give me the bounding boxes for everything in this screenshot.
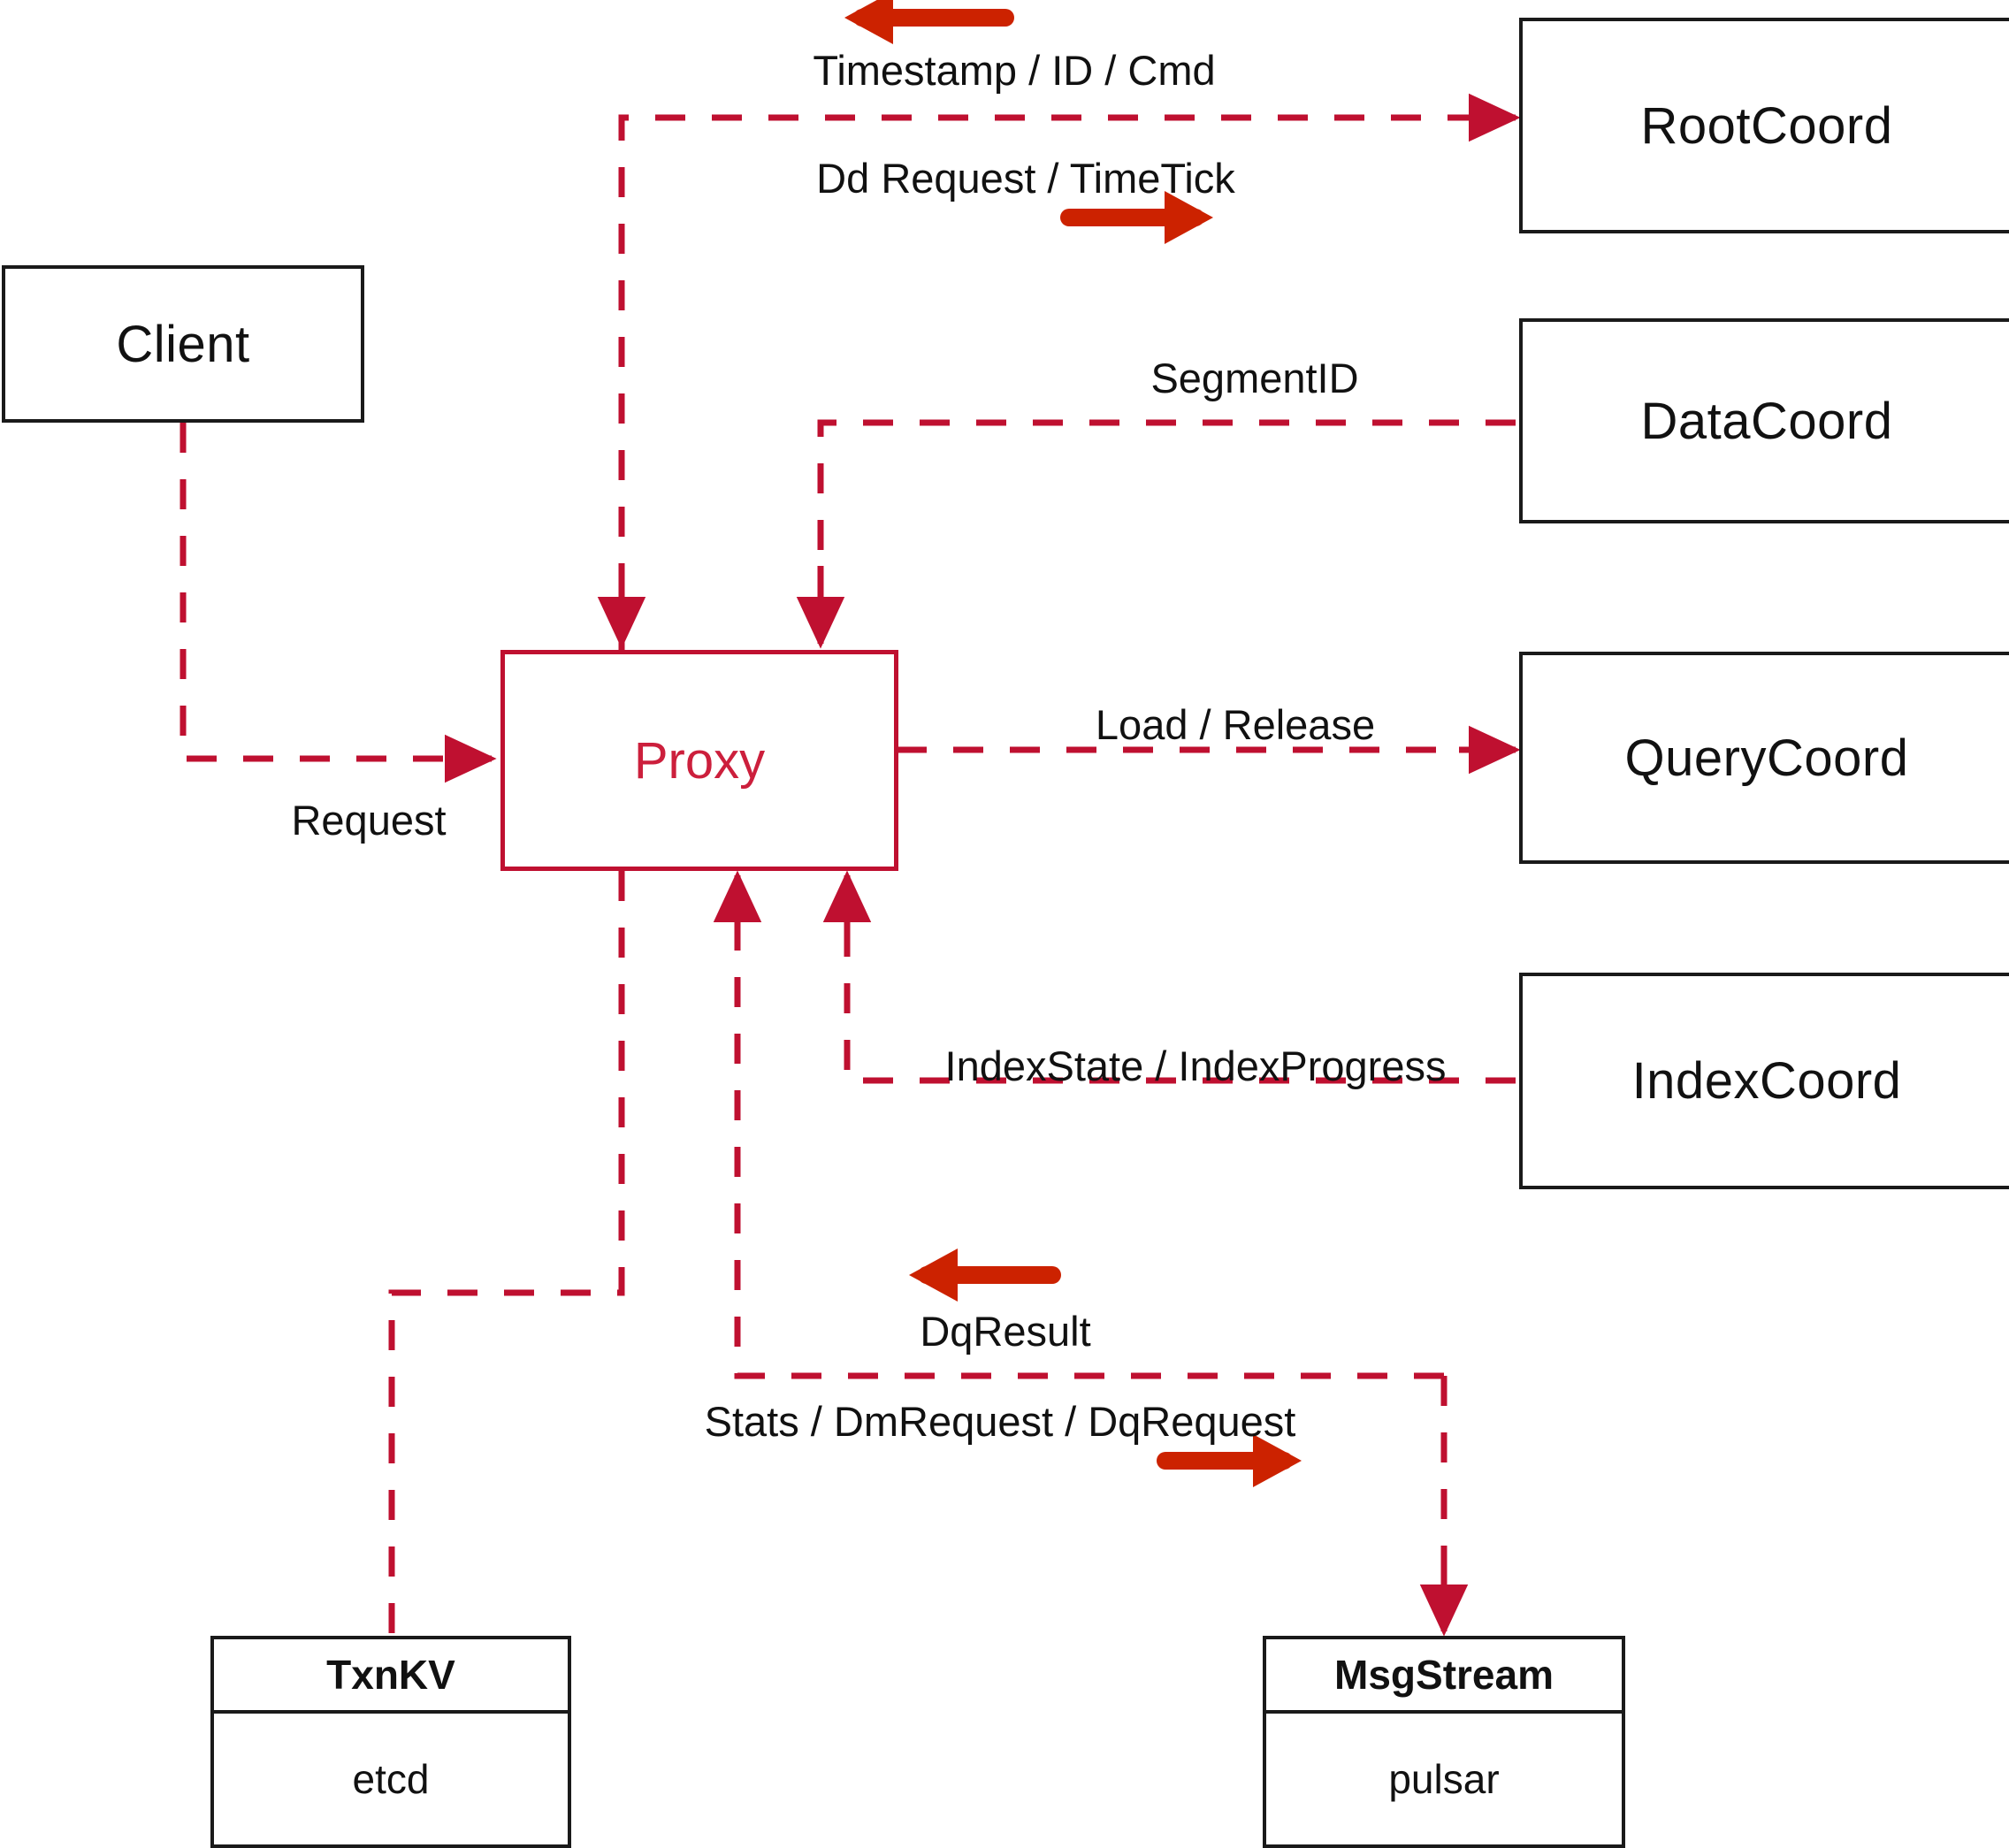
edge-label-request: Request <box>291 797 447 844</box>
node-msgstream-header-label: MsgStream <box>1334 1652 1554 1698</box>
node-msgstream-body-label: pulsar <box>1388 1756 1500 1802</box>
node-rootcoord[interactable]: RootCoord <box>1519 18 2009 233</box>
edge-label-indexstate-indexprogress: IndexState / IndexProgress <box>944 1042 1447 1089</box>
edge-datacoord-to-proxy <box>796 419 1516 649</box>
node-proxy[interactable]: Proxy <box>500 650 898 871</box>
node-txnkv-header: TxnKV <box>214 1639 568 1714</box>
edge-label-load-release: Load / Release <box>1095 701 1376 748</box>
edge-label-dd-request-timetick: Dd Request / TimeTick <box>816 155 1235 202</box>
node-proxy-label: Proxy <box>633 731 766 790</box>
node-msgstream[interactable]: MsgStream pulsar <box>1263 1636 1625 1848</box>
node-txnkv-body-label: etcd <box>352 1756 430 1802</box>
legend-arrow-left-dqresult <box>909 1249 1061 1302</box>
edge-label-dqresult: DqResult <box>920 1308 1091 1355</box>
edge-label-timestamp-id-cmd: Timestamp / ID / Cmd <box>813 47 1216 94</box>
edge-proxy-to-txnkv <box>388 871 625 1636</box>
node-indexcoord[interactable]: IndexCoord <box>1519 973 2009 1189</box>
edge-msgstream-to-proxy <box>713 870 1444 1379</box>
node-indexcoord-label: IndexCoord <box>1631 1052 1902 1110</box>
legend-arrow-left-timestamp <box>844 0 1014 44</box>
node-rootcoord-label: RootCoord <box>1640 96 1893 155</box>
node-querycoord[interactable]: QueryCoord <box>1519 652 2009 864</box>
node-querycoord-label: QueryCoord <box>1624 729 1909 787</box>
node-client-label: Client <box>116 315 250 373</box>
node-datacoord[interactable]: DataCoord <box>1519 318 2009 523</box>
edge-label-segmentid: SegmentID <box>1150 355 1359 401</box>
node-msgstream-header: MsgStream <box>1266 1639 1622 1714</box>
edge-label-stats-dmrequest-dqrequest: Stats / DmRequest / DqRequest <box>704 1398 1296 1445</box>
node-txnkv-header-label: TxnKV <box>326 1652 455 1698</box>
node-client[interactable]: Client <box>2 265 364 423</box>
node-txnkv-body: etcd <box>214 1714 568 1844</box>
edge-client-to-proxy <box>180 423 497 783</box>
node-msgstream-body: pulsar <box>1266 1714 1622 1844</box>
node-datacoord-label: DataCoord <box>1640 392 1893 450</box>
node-txnkv[interactable]: TxnKV etcd <box>210 1636 571 1848</box>
